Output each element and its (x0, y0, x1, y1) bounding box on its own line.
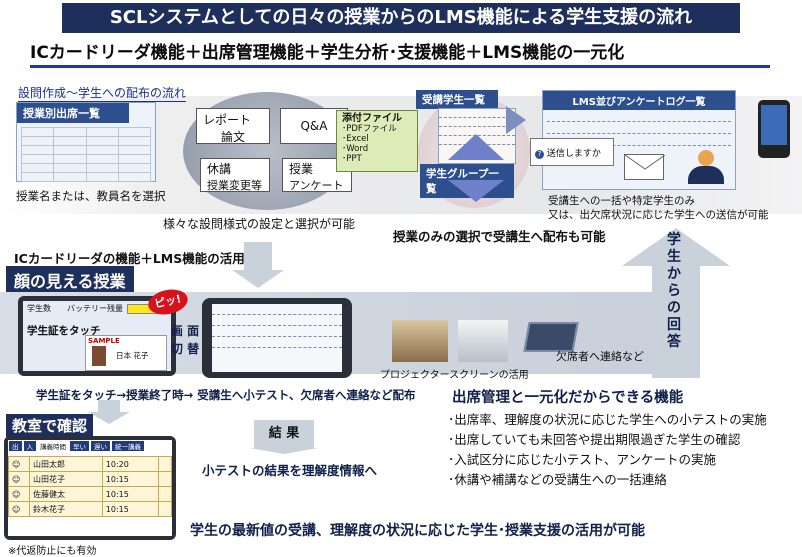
students-panel-title: 受講学生一覧 (416, 90, 498, 109)
classroom-tab[interactable]: 遅い (91, 441, 110, 451)
send-dialog[interactable]: ? 送信しますか (530, 138, 614, 166)
feature-item: ･休講や補講などの受講生への一括連絡 (448, 472, 667, 487)
send-caption: 受講生への一括や特定学生のみ 又は、出欠席状況に応じた学生への送信が可能 (548, 194, 769, 222)
card-report-label: レポート (203, 113, 252, 127)
card-class-label: 授業 (289, 162, 314, 176)
footer-statement: 学生の最新値の受講、理解度の状況に応じた学生･授業支援の活用が可能 (190, 523, 645, 539)
classroom-arrow-icon (98, 400, 120, 412)
student-card: SAMPLE 日本 花子 (85, 335, 167, 371)
absent-caption: 欠席者へ連絡など (556, 350, 644, 363)
question-icon: ? (535, 150, 544, 159)
down-arrow-gray-tip-icon (232, 270, 284, 288)
result-label: 結 果 (268, 426, 300, 441)
subtitle: ICカードリーダ機能＋出席管理機能＋学生分析･支援機能＋LMS機能の一元化 (30, 38, 770, 68)
student-time-cell: 10:20 (101, 456, 159, 472)
student-name-cell: 山田花子 (29, 471, 103, 487)
down-arrow-icon (448, 180, 504, 202)
card-thesis-label: 論文 (221, 130, 246, 144)
person-icon (688, 150, 724, 184)
card-qa-label: Q&A (300, 119, 328, 133)
classroom-tab[interactable]: 統一講義 (112, 441, 144, 451)
attachment-item: ･Word (342, 144, 369, 154)
flow-caption: 学生証をタッチ→授業終了時→ 受講生へ小テスト、欠席者へ連絡など配布 (36, 388, 416, 402)
section2-heading: ICカードリーダの機能＋LMS機能の活用 (14, 251, 245, 266)
reader-count-label: 学生数 (27, 304, 51, 313)
attachment-item: ･PDFファイル (342, 124, 397, 134)
projector-caption: プロジェクタースクリーンの活用 (380, 370, 529, 381)
send-caption-line2: 又は、出欠席状況に応じた学生への送信が可能 (548, 209, 769, 221)
course-panel-title: 授業別出席一覧 (17, 103, 129, 123)
student-name-cell: 鈴木花子 (29, 501, 103, 517)
answer-arrow-icon (622, 228, 730, 378)
envelope-icon (624, 154, 666, 180)
flow-label: 設問作成～学生への配布の流れ (18, 86, 187, 102)
tablet-icon (202, 298, 352, 378)
attachment-item: ･Excel (342, 134, 369, 144)
result-box: 結 果 (254, 420, 314, 448)
smartphone-icon (758, 100, 790, 158)
card-class[interactable]: 授業 アンケート (282, 158, 352, 192)
classroom-tabs: 出 入 講義時間 早い 遅い 統一講義 (8, 440, 172, 452)
sample-label: SAMPLE (88, 337, 120, 345)
classroom-tab[interactable]: 出 (9, 441, 22, 451)
classroom-tab[interactable]: 早い (70, 441, 89, 451)
projector-photo-1 (392, 320, 448, 362)
lms-panel-title: LMS並びアンケートログ一覧 (543, 91, 735, 110)
design-caption: 様々な設問様式の設定と選択が可能 (163, 217, 356, 231)
student-name-cell: 山田太郎 (29, 456, 103, 472)
course-table (20, 127, 152, 182)
classroom-arrow-tip-icon (88, 412, 130, 424)
course-attendance-panel: 授業別出席一覧 (16, 102, 156, 182)
student-time-cell: 10:15 (101, 471, 159, 487)
card-report[interactable]: レポート 論文 (196, 108, 270, 144)
result-caption: 小テストの結果を理解度情報へ (202, 463, 378, 478)
reader-touch-label: 学生証をタッチ (27, 325, 101, 337)
features-list: ･出席率、理解度の状況に応じた学生への小テストの実施 ･出席していても未回答や提… (448, 410, 798, 490)
card-survey-label: アンケート (289, 179, 344, 192)
classroom-title: 教室で確認 (6, 414, 94, 437)
attachment-item: ･PPT (342, 154, 362, 164)
student-time-cell: 10:15 (101, 501, 159, 517)
card-change-label: 授業変更等 (207, 179, 262, 192)
attachment-box: 添付ファイル ･PDFファイル ･Excel ･Word ･PPT (336, 110, 418, 172)
group-caption: 授業のみの選択で受講生へ配布も可能 (393, 229, 606, 244)
page-title: SCLシステムとしての日々の授業からのLMS機能による学生支援の流れ (62, 3, 740, 33)
student-name: 日本 花子 (116, 351, 149, 360)
reader-battery-label: バッテリー残量 (67, 304, 123, 313)
up-down-arrow-icon (448, 134, 504, 160)
card-cancel-label: 休講 (207, 162, 232, 176)
student-time-cell: 10:15 (101, 486, 159, 502)
screen-switch-label: 画 面 切 替 (170, 324, 200, 356)
attachment-title: 添付ファイル (342, 113, 402, 124)
send-caption-line1: 受講生への一括や特定学生のみ (548, 195, 695, 207)
feature-item: ･入試区分に応じた小テスト、アンケートの実施 (448, 452, 717, 467)
student-photo (92, 346, 106, 366)
answer-arrow-text: 学生からの回答 (667, 232, 681, 350)
down-arrow-gray-icon (244, 242, 272, 270)
course-caption: 授業名または、教員名を選択 (16, 189, 166, 203)
student-name-cell: 佐藤健太 (29, 486, 103, 502)
feature-item: ･出席率、理解度の状況に応じた学生への小テストの実施 (448, 412, 767, 427)
result-arrow-icon (250, 448, 318, 454)
face-title: 顔の見える授業 (6, 266, 134, 294)
lms-arrow-icon (506, 106, 526, 134)
feature-item: ･出席していても未回答や提出期限過ぎた学生の確認 (448, 432, 741, 447)
classroom-note: ※代返防止にも有効 (8, 546, 97, 557)
classroom-tab[interactable]: 入 (23, 441, 36, 451)
send-prompt: 送信しますか (546, 149, 601, 159)
classroom-tab[interactable]: 講義時間 (40, 443, 66, 451)
features-title: 出席管理と一元化だからできる機能 (452, 390, 684, 406)
projector-photo-2 (458, 320, 508, 362)
card-cancel[interactable]: 休講 授業変更等 (200, 158, 270, 192)
